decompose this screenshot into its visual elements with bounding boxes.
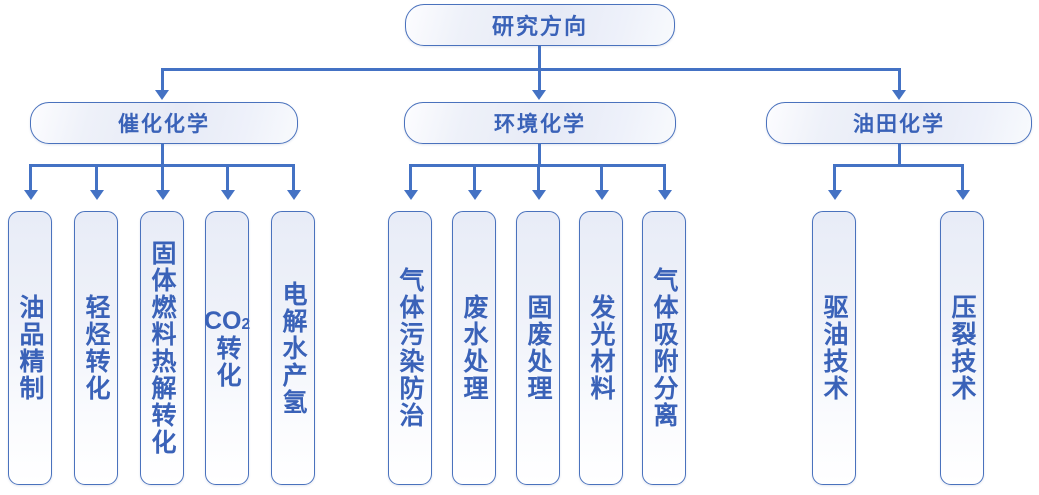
node-branch-oilfield-chemistry[interactable]: 油田化学	[766, 102, 1032, 144]
arrow-root-to-branch-3	[892, 90, 906, 100]
connector-branch1-drop-5	[292, 164, 295, 192]
arrow-branch1-leaf4	[220, 190, 235, 200]
connector-branch1-drop-4	[226, 164, 229, 192]
arrow-branch2-leaf4	[594, 190, 609, 200]
node-leaf-label: 废水处理	[460, 294, 488, 402]
arrow-branch2-leaf2	[467, 190, 482, 200]
node-leaf-gas-adsorption-separation[interactable]: 气体吸附分离	[642, 211, 686, 485]
arrow-branch2-leaf1	[403, 190, 418, 200]
arrow-branch2-leaf3	[531, 190, 546, 200]
connector-root-drop-2	[538, 68, 541, 92]
connector-root-drop-3	[898, 68, 901, 92]
co2-formula: CO2	[203, 307, 251, 335]
connector-branch2-drop-2	[473, 164, 476, 192]
connector-branch1-drop-2	[95, 164, 98, 192]
arrow-branch1-leaf2	[89, 190, 104, 200]
node-leaf-label: 固体燃料热解转化	[148, 240, 176, 456]
node-leaf-oil-displacement-technology[interactable]: 驱油技术	[812, 211, 856, 485]
node-branch-3-label: 油田化学	[853, 113, 945, 136]
co2-rest: 转化	[213, 335, 241, 389]
connector-branch2-stem	[538, 144, 541, 166]
arrow-branch3-leaf1	[827, 190, 842, 200]
node-leaf-label: 发光材料	[587, 294, 615, 402]
connector-branch3-bus	[833, 164, 964, 167]
connector-branch3-drop-1	[833, 164, 836, 192]
connector-root-stem	[538, 46, 541, 70]
node-leaf-label: 压裂技术	[948, 294, 976, 402]
arrow-branch1-leaf1	[23, 190, 38, 200]
node-leaf-wastewater-treatment[interactable]: 废水处理	[452, 211, 496, 485]
connector-branch2-drop-4	[600, 164, 603, 192]
connector-branch1-drop-1	[29, 164, 32, 192]
connector-branch2-drop-3	[537, 164, 540, 192]
node-branch-1-label: 催化化学	[118, 113, 210, 136]
node-root-label: 研究方向	[491, 14, 588, 39]
node-branch-2-label: 环境化学	[494, 113, 586, 136]
arrow-branch1-leaf3	[155, 190, 170, 200]
connector-root-bus	[161, 68, 901, 71]
arrow-branch1-leaf5	[286, 190, 301, 200]
connector-root-drop-1	[161, 68, 164, 92]
node-root[interactable]: 研究方向	[405, 4, 675, 46]
node-leaf-label: 油品精制	[16, 294, 44, 402]
node-leaf-label: 电解水产氢	[279, 280, 307, 416]
node-leaf-co2-conversion[interactable]: CO2转化	[204, 211, 250, 485]
connector-branch3-drop-2	[961, 164, 964, 192]
node-leaf-label: 气体吸附分离	[650, 267, 678, 429]
connector-branch1-drop-3	[161, 164, 164, 192]
node-leaf-gas-pollution-control[interactable]: 气体污染防治	[388, 211, 432, 485]
arrow-branch2-leaf5	[657, 190, 672, 200]
node-leaf-label: 固废处理	[524, 294, 552, 402]
node-leaf-fracturing-technology[interactable]: 压裂技术	[940, 211, 984, 485]
node-leaf-oil-refining[interactable]: 油品精制	[8, 211, 52, 485]
node-leaf-label-co2: CO2转化	[204, 307, 250, 389]
node-leaf-water-electrolysis-hydrogen[interactable]: 电解水产氢	[271, 211, 315, 485]
node-leaf-label: 气体污染防治	[396, 267, 424, 429]
connector-branch2-bus	[409, 164, 663, 167]
node-leaf-solid-waste-treatment[interactable]: 固废处理	[516, 211, 560, 485]
connector-branch2-drop-5	[663, 164, 666, 192]
node-leaf-solid-fuel-pyrolysis-conversion[interactable]: 固体燃料热解转化	[140, 211, 184, 485]
node-leaf-label: 轻烃转化	[82, 294, 110, 402]
arrow-root-to-branch-1	[155, 90, 169, 100]
node-leaf-light-hydrocarbon-conversion[interactable]: 轻烃转化	[74, 211, 118, 485]
connector-branch2-drop-1	[409, 164, 412, 192]
arrow-branch3-leaf2	[955, 190, 970, 200]
node-leaf-luminescent-materials[interactable]: 发光材料	[579, 211, 623, 485]
connector-branch3-stem	[898, 144, 901, 166]
connector-branch1-stem	[161, 144, 164, 166]
arrow-root-to-branch-2	[532, 90, 546, 100]
connector-branch1-bus	[29, 164, 292, 167]
node-branch-environmental-chemistry[interactable]: 环境化学	[404, 102, 676, 144]
node-branch-catalytic-chemistry[interactable]: 催化化学	[30, 102, 298, 144]
node-leaf-label: 驱油技术	[820, 294, 848, 402]
